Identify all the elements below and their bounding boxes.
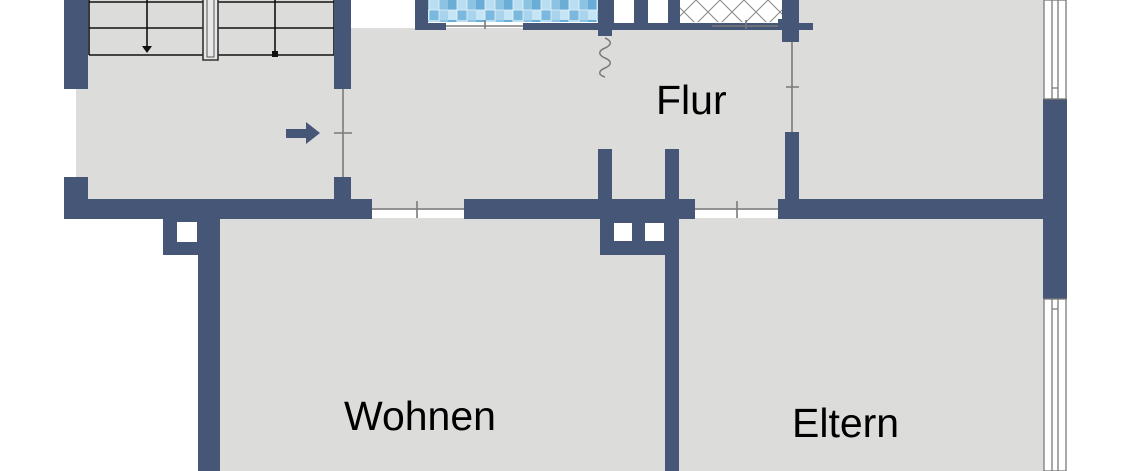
- windows: [1043, 0, 1067, 471]
- doors: [334, 20, 799, 218]
- wall: [778, 19, 784, 29]
- wall: [612, 0, 614, 30]
- wall: [334, 0, 351, 89]
- shafts: [177, 0, 668, 242]
- window-upper: [1043, 0, 1067, 100]
- wall: [785, 132, 799, 219]
- floor-flur: [346, 28, 792, 210]
- wall: [778, 199, 1044, 219]
- wall: [64, 0, 88, 89]
- arrow-right-icon: [286, 122, 320, 144]
- door-eltern: [695, 201, 778, 218]
- wall: [668, 0, 680, 30]
- door-kueche: [712, 20, 778, 29]
- wall: [464, 199, 695, 219]
- wall: [598, 0, 612, 36]
- room-label-eltern: Eltern: [792, 400, 900, 446]
- floor-wohnen: [220, 218, 666, 471]
- floor-kueche: [680, 0, 782, 22]
- wall: [415, 0, 428, 29]
- room-label-flur: Flur: [656, 77, 727, 123]
- floor-bad: [428, 0, 598, 22]
- wall: [634, 0, 648, 30]
- wall: [782, 0, 799, 42]
- floor-eltern: [678, 218, 1044, 471]
- walls: [64, 0, 1067, 471]
- door-stairwell: [334, 89, 352, 177]
- window-lower: [1043, 298, 1067, 471]
- wall: [198, 199, 220, 471]
- door-wohnen: [372, 201, 464, 218]
- radiator-icon: [599, 37, 611, 78]
- wall: [1043, 99, 1067, 299]
- wall: [665, 219, 679, 471]
- door-bad: [446, 20, 523, 29]
- floor-zimmer-rechts: [792, 0, 1044, 202]
- door-zimmer-rechts: [786, 42, 799, 132]
- floor-areas: [76, 0, 1044, 471]
- wall: [415, 23, 446, 30]
- room-label-wohnen: Wohnen: [344, 393, 496, 439]
